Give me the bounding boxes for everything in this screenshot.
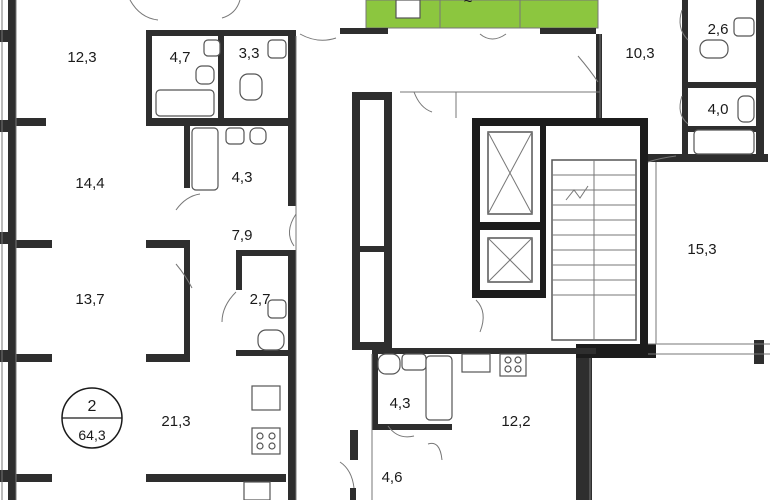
- room-area-label: 2,7: [250, 291, 271, 308]
- room-area-label: 12,3: [67, 49, 96, 66]
- apartment-total-area: 64,3: [78, 427, 105, 443]
- apartment-badge: 2 64,3: [61, 387, 123, 449]
- room-area-label: 14,4: [75, 175, 104, 192]
- apartment-rooms-count: 2: [88, 398, 97, 415]
- doors: [129, 0, 689, 489]
- room-area-label: 7,9: [232, 227, 253, 244]
- svg-text:~: ~: [464, 0, 473, 10]
- room-area-label: 2,6: [708, 21, 729, 38]
- room-area-label: 3,3: [239, 45, 260, 62]
- room-area-label: 4,6: [382, 469, 403, 486]
- elevators: [487, 131, 533, 283]
- staircase: [551, 159, 637, 341]
- room-labels: 12,3 4,7 3,3 14,4 4,3 7,9 13,7 2,7 21,3 …: [67, 21, 728, 486]
- room-area-label: 13,7: [75, 291, 104, 308]
- room-area-label: 12,2: [501, 413, 530, 430]
- room-area-label: 4,3: [232, 169, 253, 186]
- room-area-label: 21,3: [161, 413, 190, 430]
- room-area-label: 10,3: [625, 45, 654, 62]
- fixtures: [155, 17, 755, 500]
- balcony-highlight: ~: [365, 0, 599, 29]
- room-area-label: 15,3: [687, 241, 716, 258]
- room-area-label: 4,3: [390, 395, 411, 412]
- room-area-label: 4,7: [170, 49, 191, 66]
- room-area-label: 4,0: [708, 101, 729, 118]
